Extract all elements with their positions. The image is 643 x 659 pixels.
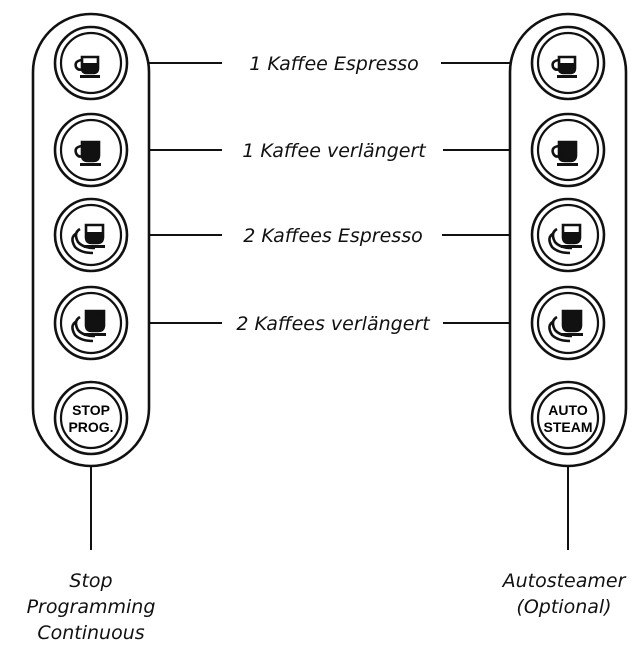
left-button-1[interactable]: [53, 25, 129, 101]
row-label-1: 1 Kaffee Espresso: [249, 53, 419, 75]
right-button-4[interactable]: [530, 285, 606, 361]
right-callout: Autosteamer (Optional): [488, 568, 640, 620]
row-label-4: 2 Kaffees verlängert: [236, 313, 431, 335]
row-connector-2: 1 Kaffee verlängert: [149, 140, 510, 162]
row-connector-3: 2 Kaffees Espresso: [149, 225, 510, 247]
left-callout-line2: Programming: [26, 596, 156, 618]
row-connector-4: 2 Kaffees verlängert: [149, 313, 510, 335]
auto-steam-button[interactable]: AUTO STEAM: [530, 380, 606, 456]
left-keypad-panel: STOP PROG.: [31, 12, 151, 468]
left-button-3[interactable]: [53, 197, 129, 273]
row-label-2: 1 Kaffee verlängert: [242, 140, 427, 162]
right-button-3[interactable]: [530, 197, 606, 273]
right-button-1[interactable]: [530, 25, 606, 101]
row-label-3: 2 Kaffees Espresso: [243, 225, 422, 247]
left-callout-line1: Stop: [69, 570, 113, 592]
stop-prog-line2: PROG.: [68, 419, 113, 435]
right-keypad-panel: AUTO STEAM: [508, 12, 628, 468]
auto-steam-line1: AUTO: [548, 402, 588, 418]
stop-prog-line1: STOP: [72, 402, 110, 418]
right-callout-line1: Autosteamer: [502, 570, 626, 592]
right-callout-line2: (Optional): [516, 596, 612, 618]
left-callout-line3: Continuous: [37, 622, 145, 644]
row-connector-1: 1 Kaffee Espresso: [149, 53, 510, 75]
auto-steam-line2: STEAM: [544, 419, 593, 435]
left-button-2[interactable]: [53, 112, 129, 188]
stop-prog-button[interactable]: STOP PROG.: [53, 380, 129, 456]
left-button-4[interactable]: [53, 285, 129, 361]
left-callout: Stop Programming Continuous: [10, 568, 172, 646]
right-button-2[interactable]: [530, 112, 606, 188]
